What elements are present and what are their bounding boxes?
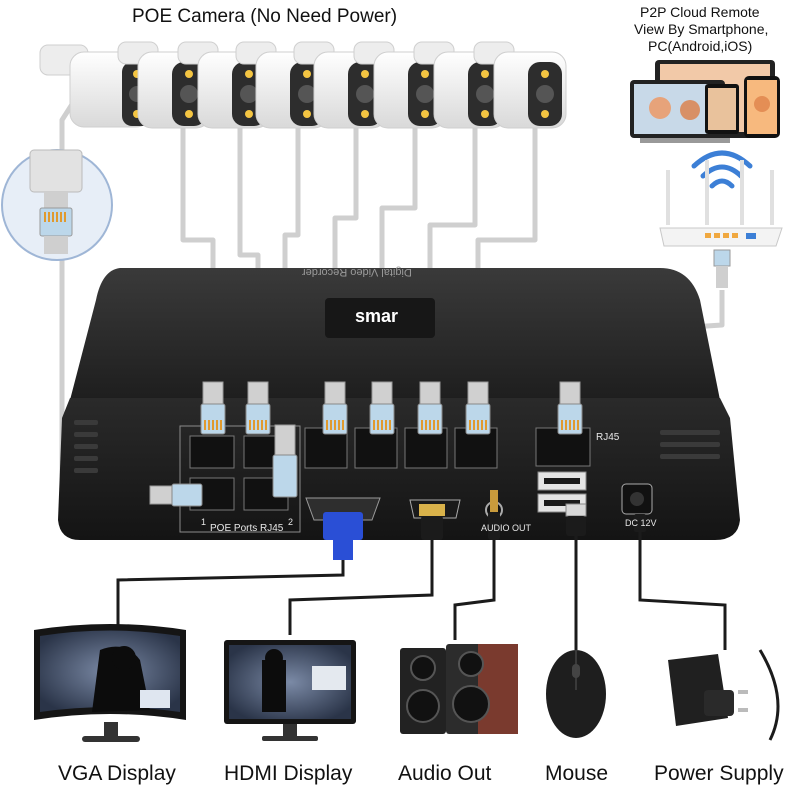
caption-hdmi-display: HDMI Display xyxy=(224,762,353,785)
cloud-remote-line-2: View By Smartphone, xyxy=(634,21,769,37)
speakers xyxy=(400,644,518,734)
cloud-remote-line-1: P2P Cloud Remote xyxy=(640,4,760,20)
poe-cameras xyxy=(39,41,567,129)
poe-ports-label: POE Ports RJ45 xyxy=(210,523,284,534)
usb-plug xyxy=(565,503,587,536)
nvr-top-label: Digital Video Recorder xyxy=(302,266,412,278)
hdmi-display xyxy=(224,640,356,741)
caption-audio-out: Audio Out xyxy=(398,762,492,785)
rj45-plug-6 xyxy=(465,381,491,435)
rj45-plugs xyxy=(149,381,583,507)
camera-section-title: POE Camera (No Need Power) xyxy=(132,6,398,27)
hdmi-connector xyxy=(419,504,445,540)
power-adapter xyxy=(668,649,780,741)
cable-power xyxy=(638,530,727,650)
caption-vga-display: VGA Display xyxy=(58,762,176,785)
audio-plug xyxy=(488,490,500,540)
poe-port-number-1: 1 xyxy=(201,517,207,527)
cloud-remote-line-3: PC(Android,iOS) xyxy=(648,38,753,54)
poe-camera-4 xyxy=(235,41,329,129)
rj45-plug-side xyxy=(149,483,203,507)
vga-display xyxy=(34,624,186,742)
cable-vga xyxy=(116,560,345,625)
mouse xyxy=(546,650,606,738)
rj45-plug-4 xyxy=(369,381,395,435)
cable-audio xyxy=(453,540,496,640)
router xyxy=(659,160,783,288)
cable-hdmi xyxy=(288,540,434,635)
connector-zoom-inset xyxy=(1,149,113,261)
remote-devices xyxy=(630,60,780,143)
caption-power-supply: Power Supply xyxy=(654,762,784,785)
dc-plug xyxy=(634,514,646,532)
nvr-brand-label: smar xyxy=(355,306,399,326)
audio-out-label: AUDIO OUT xyxy=(481,523,532,533)
dc-power-label: DC 12V xyxy=(625,518,657,528)
caption-mouse: Mouse xyxy=(545,762,609,785)
rj45-plug-7 xyxy=(557,381,583,435)
rj45-plug-1 xyxy=(200,381,226,435)
rj45-label: RJ45 xyxy=(596,432,620,443)
rj45-plug-2 xyxy=(245,381,271,435)
rj45-plug-lower xyxy=(272,424,298,498)
rj45-plug-5 xyxy=(417,381,443,435)
poe-camera-8 xyxy=(473,41,567,129)
poe-port-number-2: 2 xyxy=(288,517,294,527)
vga-connector xyxy=(323,512,363,560)
poe-camera-1 xyxy=(39,44,152,128)
device-cables xyxy=(116,530,727,650)
rj45-plug-3 xyxy=(322,381,348,435)
